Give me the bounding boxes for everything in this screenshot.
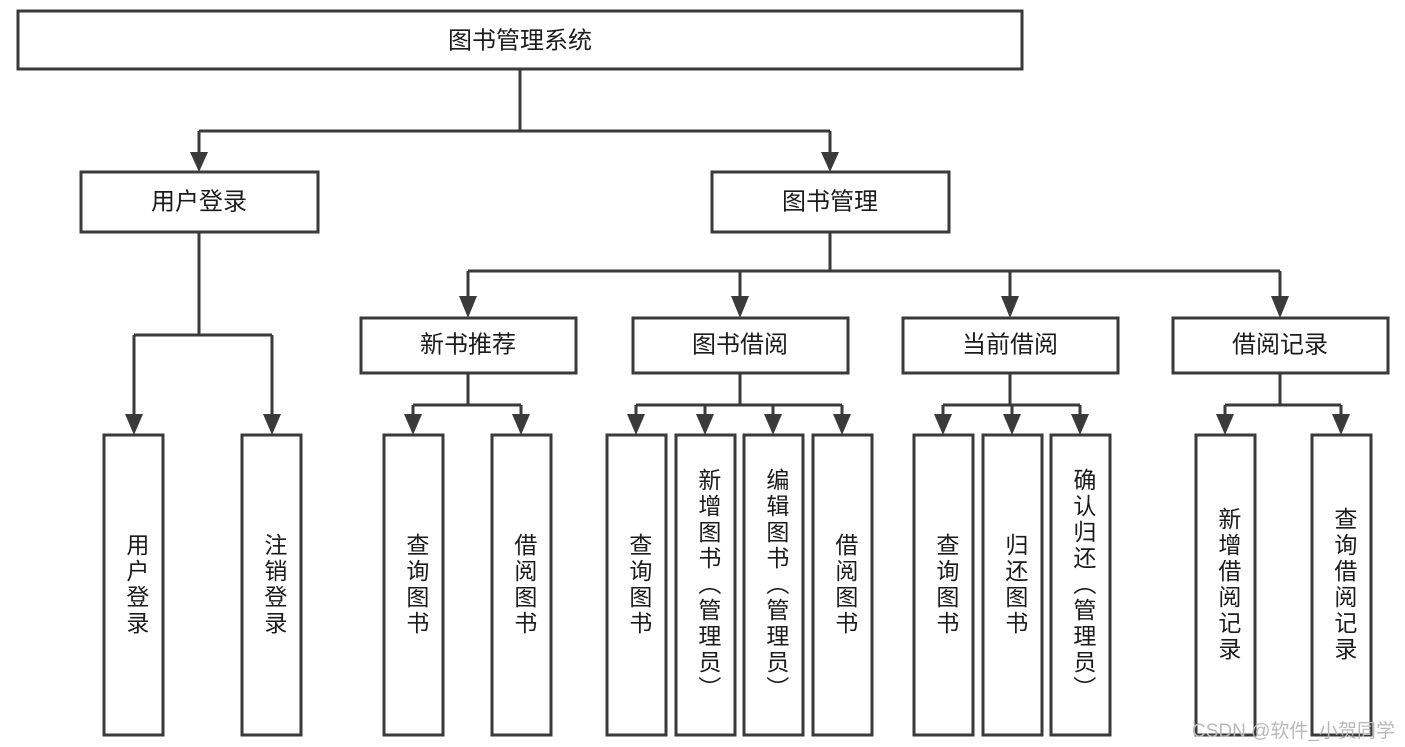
arrowhead-user-login-to-leaf2 [263, 414, 281, 435]
leaf-borrow-book-b[interactable]: 借阅图书 [811, 433, 874, 737]
leaf-return-book-box[interactable] [981, 433, 1044, 737]
leaf-query-book-c-box[interactable] [912, 433, 975, 737]
leaf-query-book-a-box[interactable] [382, 433, 445, 737]
node-root-box[interactable] [16, 9, 1024, 71]
node-borrow-records-box[interactable] [1171, 316, 1390, 375]
arrowhead-root-to-user-login [190, 152, 208, 172]
leaf-logout[interactable]: 注销登录 [240, 433, 303, 737]
node-user-login-label: 用户登录 [151, 188, 247, 215]
node-new-book-recommend[interactable]: 新书推荐 [359, 316, 578, 375]
arrowhead-book-mgmt-to-new-books [459, 296, 477, 318]
node-borrow-records-label: 借阅记录 [1232, 331, 1328, 358]
leaf-return-book-label: 归还图书 [1002, 533, 1029, 637]
leaf-borrow-book-b-label: 借阅图书 [832, 533, 859, 637]
leaf-borrow-book-a-label: 借阅图书 [511, 533, 538, 637]
leaf-borrow-book-a-box[interactable] [490, 433, 553, 737]
leaf-edit-book-admin-box[interactable] [742, 433, 805, 737]
leaf-confirm-return-admin[interactable]: 确认归还（管理员） [1049, 433, 1112, 737]
arrowhead-borrow-to-leaf4 [833, 414, 851, 435]
node-borrow-records[interactable]: 借阅记录 [1171, 316, 1390, 375]
leaf-user-login-label: 用户登录 [123, 533, 150, 637]
leaf-user-login[interactable]: 用户登录 [102, 433, 165, 737]
leaf-query-borrow-record[interactable]: 查询借阅记录 [1310, 433, 1373, 737]
arrowhead-root-to-book-mgmt [821, 152, 839, 172]
leaf-query-book-b-label: 查询图书 [626, 533, 653, 637]
arrowhead-new-books-to-leaf1 [404, 414, 422, 435]
leaf-confirm-return-admin-box[interactable] [1049, 433, 1112, 737]
leaf-logout-box[interactable] [240, 433, 303, 737]
leaf-add-borrow-record[interactable]: 新增借阅记录 [1194, 433, 1257, 737]
arrowhead-book-mgmt-to-records [1271, 296, 1289, 318]
node-book-borrow-label: 图书借阅 [692, 331, 788, 358]
leaf-borrow-book-b-box[interactable] [811, 433, 874, 737]
leaf-query-book-b[interactable]: 查询图书 [605, 433, 668, 737]
leaf-add-book-admin[interactable]: 新增图书（管理员） [674, 433, 737, 737]
node-book-management[interactable]: 图书管理 [710, 170, 951, 234]
arrowhead-borrow-to-leaf1 [627, 414, 645, 435]
arrowhead-book-mgmt-to-borrow [731, 296, 749, 318]
leaf-query-book-a-label: 查询图书 [403, 533, 430, 637]
leaf-add-book-admin-box[interactable] [674, 433, 737, 737]
csdn-watermark: CSDN @软件_小贺同学 [1192, 721, 1395, 742]
node-root-label: 图书管理系统 [448, 27, 592, 54]
leaf-return-book[interactable]: 归还图书 [981, 433, 1044, 737]
node-book-borrow[interactable]: 图书借阅 [631, 316, 850, 375]
node-new-book-recommend-box[interactable] [359, 316, 578, 375]
arrowhead-records-to-leaf1 [1216, 414, 1234, 435]
leaf-query-borrow-record-label: 查询借阅记录 [1331, 507, 1358, 663]
leaf-query-borrow-record-box[interactable] [1310, 433, 1373, 737]
node-current-borrow[interactable]: 当前借阅 [901, 316, 1120, 375]
leaf-logout-label: 注销登录 [261, 533, 288, 637]
node-book-management-label: 图书管理 [782, 188, 878, 215]
node-current-borrow-box[interactable] [901, 316, 1120, 375]
arrowhead-current-to-leaf1 [934, 414, 952, 435]
leaf-confirm-return-admin-label: 确认归还（管理员） [1070, 468, 1097, 702]
arrowhead-borrow-to-leaf2 [696, 414, 714, 435]
node-book-borrow-box[interactable] [631, 316, 850, 375]
leaf-add-borrow-record-label: 新增借阅记录 [1215, 507, 1242, 663]
leaf-add-book-admin-label: 新增图书（管理员） [695, 468, 722, 702]
arrowhead-new-books-to-leaf2 [512, 414, 530, 435]
leaf-query-book-b-box[interactable] [605, 433, 668, 737]
leaf-query-book-c-label: 查询图书 [933, 533, 960, 637]
node-user-login[interactable]: 用户登录 [79, 170, 320, 234]
leaf-borrow-book-a[interactable]: 借阅图书 [490, 433, 553, 737]
leaf-user-login-box[interactable] [102, 433, 165, 737]
arrowhead-user-login-to-leaf1 [125, 414, 143, 435]
leaf-edit-book-admin[interactable]: 编辑图书（管理员） [742, 433, 805, 737]
leaf-edit-book-admin-label: 编辑图书（管理员） [763, 468, 790, 702]
leaf-query-book-a[interactable]: 查询图书 [382, 433, 445, 737]
node-book-management-box[interactable] [710, 170, 951, 234]
arrowhead-current-to-leaf2 [1003, 414, 1021, 435]
arrowhead-borrow-to-leaf3 [764, 414, 782, 435]
node-current-borrow-label: 当前借阅 [962, 331, 1058, 358]
node-user-login-box[interactable] [79, 170, 320, 234]
arrowhead-current-to-leaf3 [1071, 414, 1089, 435]
leaf-query-book-c[interactable]: 查询图书 [912, 433, 975, 737]
node-root[interactable]: 图书管理系统 [16, 9, 1024, 71]
leaf-add-borrow-record-box[interactable] [1194, 433, 1257, 737]
arrowhead-book-mgmt-to-current [1001, 296, 1019, 318]
arrowhead-records-to-leaf2 [1332, 414, 1350, 435]
connectors [125, 69, 1350, 435]
node-new-book-recommend-label: 新书推荐 [420, 331, 516, 358]
